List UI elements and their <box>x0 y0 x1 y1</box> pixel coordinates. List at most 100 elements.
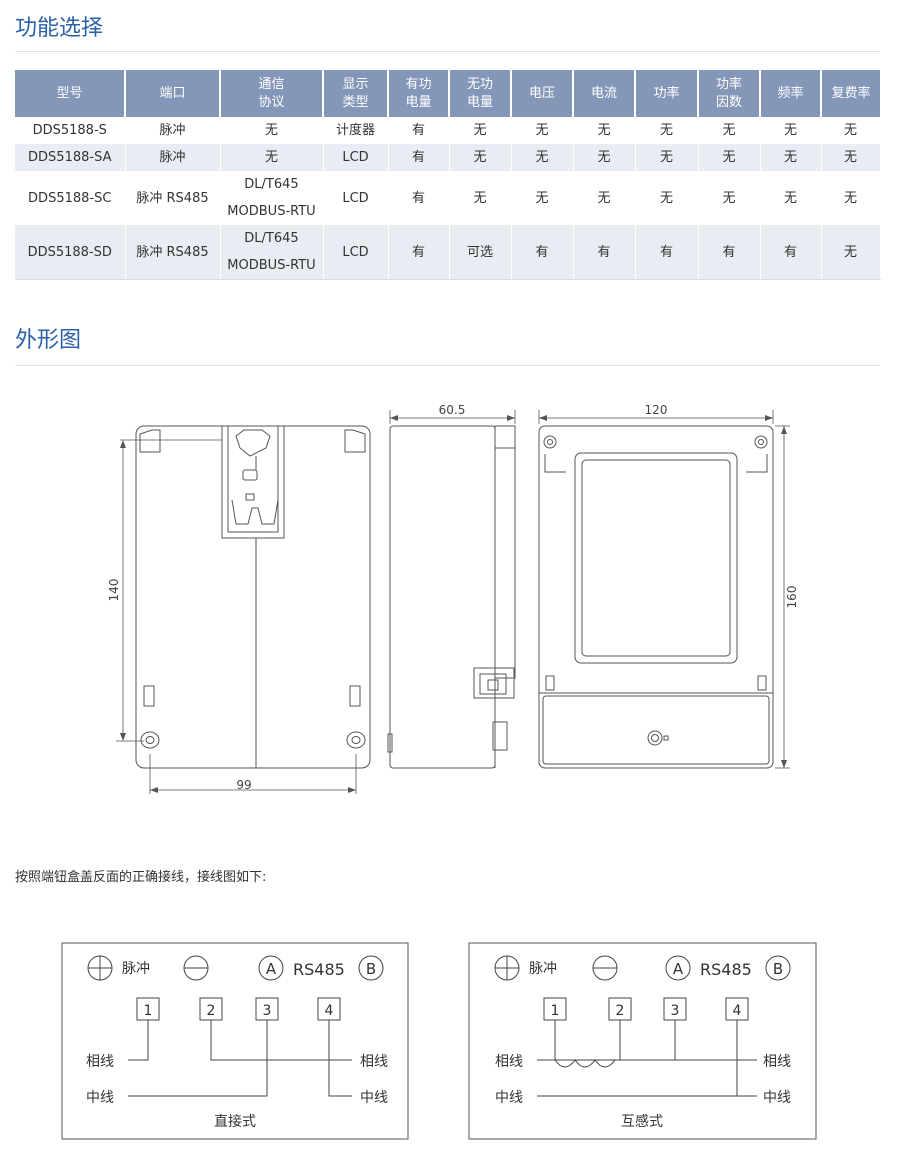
table-cell: 有 <box>573 225 636 280</box>
table-cell: 脉冲 RS485 <box>125 171 221 225</box>
table-cell: LCD <box>323 144 389 171</box>
table-cell: 脉冲 <box>125 144 221 171</box>
divider <box>15 365 880 366</box>
table-cell: 无 <box>511 117 574 144</box>
terminal-3: 3 <box>671 1003 680 1019</box>
table-cell: 有 <box>388 225 450 280</box>
table-cell: 无 <box>821 225 881 280</box>
a-circle-icon <box>258 955 284 981</box>
table-cell: 有 <box>388 144 450 171</box>
terminal-4: 4 <box>733 1003 742 1019</box>
ct-coil <box>554 1059 616 1068</box>
table-cell: 无 <box>511 144 574 171</box>
pulse-label: 脉冲 <box>122 961 150 977</box>
table-header-row: 型号 端口 通信 协议 显示 类型 有功 电量 无功 电量 电压 电流 功率 功… <box>15 70 880 117</box>
terminal-3: 3 <box>263 1003 272 1019</box>
table-cell: 有 <box>388 117 450 144</box>
dim-front-height: 160 <box>785 586 799 609</box>
table-cell: 无 <box>821 117 881 144</box>
rs485-b-label: B <box>366 960 376 978</box>
col-header: 有功 电量 <box>388 70 450 117</box>
table-cell: 有 <box>388 171 450 225</box>
ct-wiring-box <box>468 942 817 1140</box>
table-row: DDS5188-SC 脉冲 RS485 DL/T645 MODBUS-RTU L… <box>15 171 881 225</box>
neutral-out-label: 中线 <box>763 1090 791 1106</box>
table-cell: 无 <box>635 144 699 171</box>
section-title-outline: 外形图 <box>15 328 82 353</box>
table-cell: DL/T645 MODBUS-RTU <box>220 225 324 280</box>
terminal-2: 2 <box>207 1003 216 1019</box>
neutral-in-label: 中线 <box>495 1090 523 1106</box>
col-header: 复费率 <box>821 70 880 117</box>
col-header: 电压 <box>511 70 574 117</box>
direct-caption: 直接式 <box>214 1113 256 1130</box>
spec-table: 型号 端口 通信 协议 显示 类型 有功 电量 无功 电量 电压 电流 功率 功… <box>15 70 881 280</box>
col-header: 频率 <box>760 70 822 117</box>
terminal-4: 4 <box>325 1003 334 1019</box>
wiring-note: 按照端钮盒盖反面的正确接线，接线图如下: <box>15 870 267 885</box>
table-cell: 无 <box>760 171 822 225</box>
table-cell: 脉冲 <box>125 117 221 144</box>
table-cell: 无 <box>698 117 761 144</box>
table-cell: 无 <box>220 117 324 144</box>
dim-side-width: 60.5 <box>439 403 466 417</box>
rs485-a-label: A <box>266 960 277 978</box>
pulse-label: 脉冲 <box>529 961 557 977</box>
table-cell: 无 <box>635 117 699 144</box>
table-cell: 有 <box>511 225 574 280</box>
table-cell: 无 <box>760 144 822 171</box>
ct-caption: 互感式 <box>621 1113 663 1130</box>
table-cell: 有 <box>635 225 699 280</box>
neutral-in-label: 中线 <box>86 1090 114 1106</box>
neutral-out-label: 中线 <box>360 1090 388 1106</box>
table-cell: 无 <box>635 171 699 225</box>
col-header: 端口 <box>125 70 221 117</box>
phase-in-label: 相线 <box>86 1054 114 1070</box>
table-cell: 有 <box>760 225 822 280</box>
table-cell: DDS5188-SD <box>15 225 126 280</box>
col-header: 电流 <box>573 70 636 117</box>
table-cell: 无 <box>449 144 512 171</box>
table-cell: DL/T645 MODBUS-RTU <box>220 171 324 225</box>
col-header: 显示 类型 <box>323 70 389 117</box>
col-header: 功率 因数 <box>698 70 761 117</box>
table-cell: 有 <box>698 225 761 280</box>
dim-back-height: 140 <box>107 579 121 602</box>
table-cell: 无 <box>698 144 761 171</box>
table-cell: 无 <box>821 171 881 225</box>
dim-back-width: 99 <box>236 778 251 792</box>
display-window <box>574 452 738 664</box>
table-cell: 脉冲 RS485 <box>125 225 221 280</box>
table-row: DDS5188-SD 脉冲 RS485 DL/T645 MODBUS-RTU L… <box>15 225 881 280</box>
table-cell: 无 <box>220 144 324 171</box>
rs485-label: RS485 <box>293 960 345 979</box>
phase-out-label: 相线 <box>360 1054 388 1070</box>
terminal-1: 1 <box>144 1003 153 1019</box>
table-cell: 计度器 <box>323 117 389 144</box>
a-circle-icon <box>665 955 691 981</box>
table-cell: DDS5188-S <box>15 117 126 144</box>
table-cell: 无 <box>573 117 636 144</box>
b-circle-icon <box>358 955 384 981</box>
table-cell: DDS5188-SA <box>15 144 126 171</box>
table-cell: LCD <box>323 225 389 280</box>
table-cell: 无 <box>573 171 636 225</box>
table-cell: 无 <box>449 117 512 144</box>
dim-front-width: 120 <box>645 403 668 417</box>
direct-wiring-box <box>61 942 409 1140</box>
terminal-2: 2 <box>616 1003 625 1019</box>
terminal-1: 1 <box>551 1003 560 1019</box>
table-cell: 无 <box>449 171 512 225</box>
col-header: 无功 电量 <box>449 70 512 117</box>
front-view-body <box>538 425 774 769</box>
table-row: DDS5188-SA 脉冲 无 LCD 有 无 无 无 无 无 无 无 <box>15 144 881 171</box>
rs485-label: RS485 <box>700 960 752 979</box>
phase-out-label: 相线 <box>763 1054 791 1070</box>
divider <box>15 51 880 52</box>
col-header: 功率 <box>635 70 699 117</box>
table-cell: 无 <box>511 171 574 225</box>
phase-in-label: 相线 <box>495 1054 523 1070</box>
b-circle-icon <box>765 955 791 981</box>
